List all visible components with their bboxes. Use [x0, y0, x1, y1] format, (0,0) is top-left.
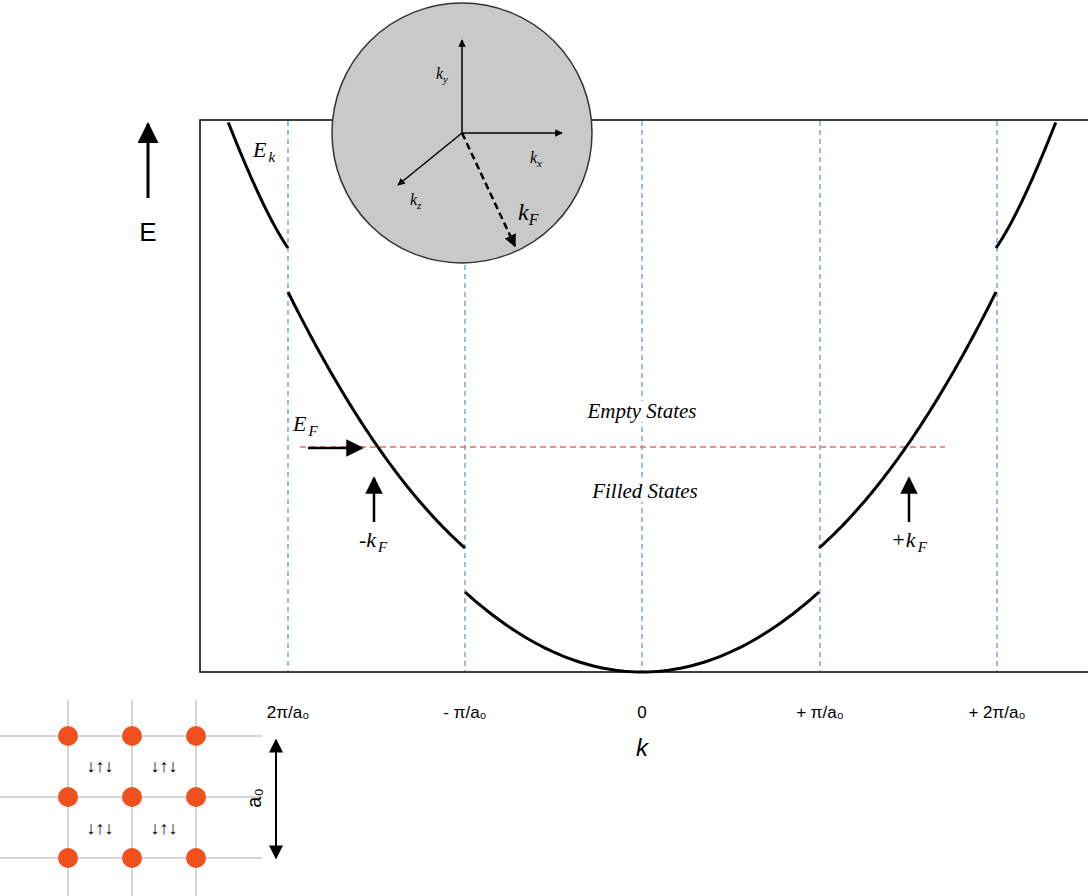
- band-curve: [228, 122, 288, 248]
- tick-label: + π/a₀: [796, 704, 844, 721]
- spin-pair: ↓↑↓: [151, 757, 178, 775]
- fermi-level-arrow: [308, 447, 362, 450]
- plot-frame: [200, 120, 1088, 672]
- axis-subscript: z: [417, 200, 421, 211]
- band-curve: [288, 292, 465, 548]
- region-label: Empty States: [586, 401, 697, 422]
- fermi-energy-label: E: [292, 413, 307, 435]
- lattice-atoms: [58, 726, 206, 868]
- band-curve: [996, 122, 1056, 248]
- lattice-constant-label: a₀: [244, 788, 264, 807]
- axis-subscript: y: [443, 74, 448, 85]
- band-label: E: [252, 139, 267, 161]
- atom: [186, 726, 206, 746]
- atom: [186, 848, 206, 868]
- zone-boundary-line: [641, 121, 642, 671]
- axis-label: k: [530, 150, 537, 166]
- energy-bands: [228, 122, 1055, 672]
- axis-label: k: [636, 736, 648, 760]
- axis-subscript: x: [537, 158, 542, 169]
- zone-boundary-line: [819, 121, 820, 671]
- wavevector-label: -k: [358, 529, 377, 551]
- fermi-sphere: [332, 3, 592, 263]
- spin-pair: ↓↑↓: [151, 819, 178, 837]
- axis-label: k: [436, 66, 443, 82]
- atom: [58, 726, 78, 746]
- axis-label: E: [139, 219, 156, 245]
- spin-pair: ↓↑↓: [87, 819, 114, 837]
- region-label: Filled States: [591, 481, 699, 502]
- energy-axis-arrow: [147, 124, 150, 198]
- wavevector-subscript: F: [377, 540, 388, 555]
- minus-kf-arrow: [373, 478, 376, 522]
- plus-kf-arrow: [908, 478, 911, 522]
- tick-label: - π/a₀: [443, 704, 486, 721]
- axis-label: k: [410, 192, 417, 208]
- fermi-energy-subscript: F: [307, 424, 318, 439]
- band-curve: [465, 592, 819, 672]
- atom: [186, 787, 206, 807]
- fermi-level-line: [300, 446, 945, 448]
- wavevector-subscript: F: [917, 540, 928, 555]
- tick-label: 2π/a₀: [267, 704, 309, 721]
- atom: [58, 848, 78, 868]
- zone-boundary-line: [287, 121, 288, 671]
- tick-label: + 2π/a₀: [968, 704, 1025, 721]
- atom: [58, 787, 78, 807]
- lattice-constant-arrow: [275, 740, 277, 858]
- wavevector-label: +k: [890, 529, 917, 551]
- atom: [122, 787, 142, 807]
- atom: [122, 726, 142, 746]
- spin-pair: ↓↑↓: [87, 757, 114, 775]
- atom: [122, 848, 142, 868]
- band-label-subscript: k: [267, 150, 276, 165]
- lattice-grid: [0, 700, 262, 896]
- fermi-radius-label: k: [518, 200, 529, 224]
- fermi-radius-subscript: F: [529, 212, 539, 228]
- tick-label: 0: [637, 704, 646, 721]
- band-curve: [819, 292, 996, 548]
- zone-boundary-line: [996, 121, 997, 671]
